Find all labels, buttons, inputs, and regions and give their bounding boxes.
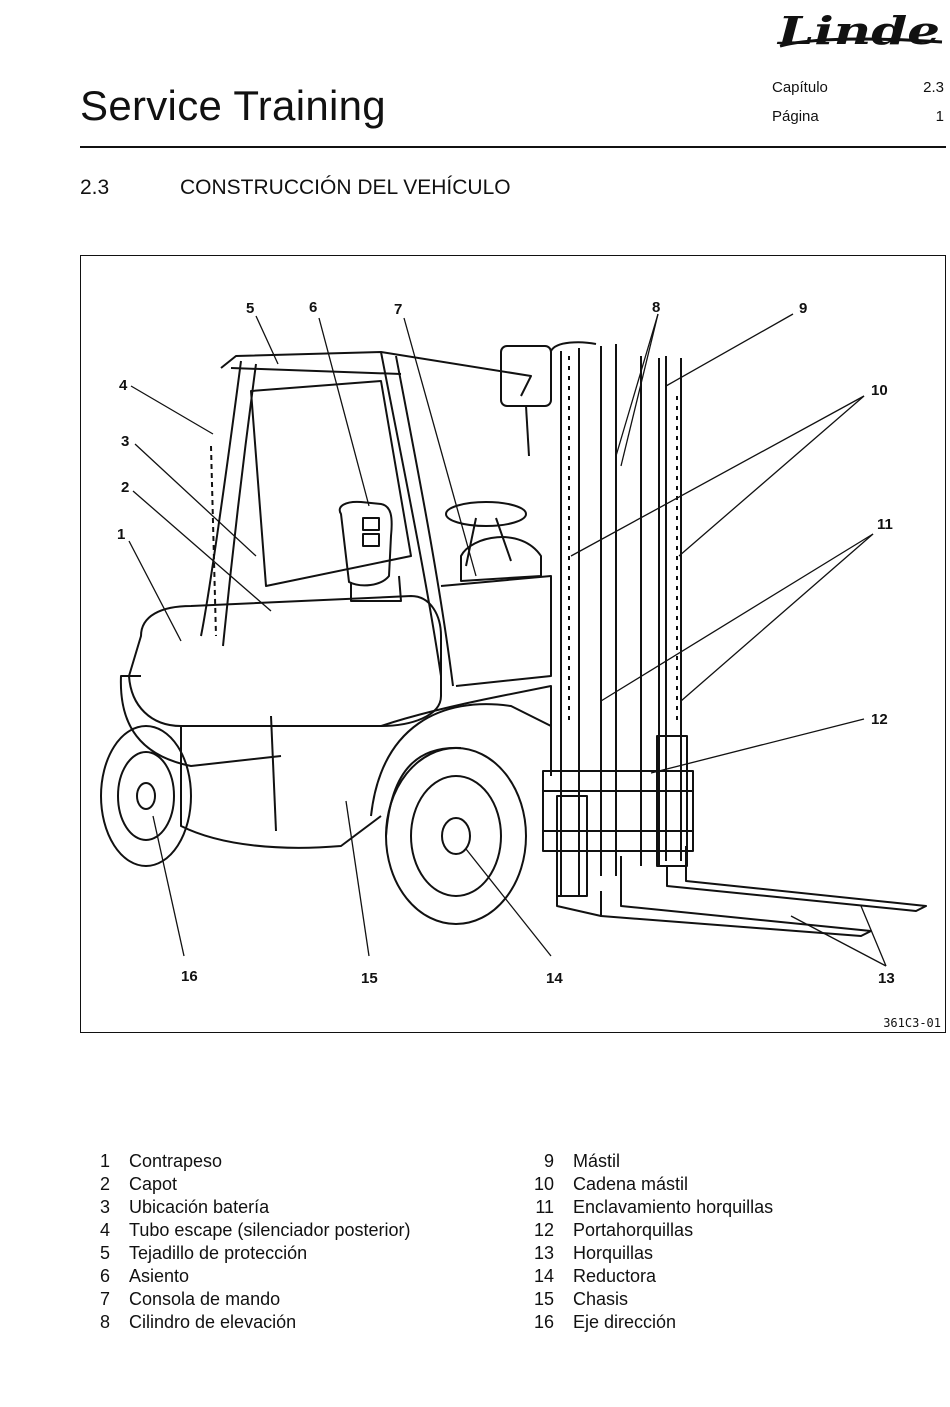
- legend-text: Horquillas: [573, 1243, 654, 1263]
- legend-text: Ubicación batería: [129, 1197, 270, 1217]
- legend-item: 10 Cadena mástil: [524, 1173, 773, 1196]
- legend-text: Eje dirección: [573, 1312, 677, 1332]
- page-label: Página: [772, 108, 819, 125]
- legend-item: 6 Asiento: [80, 1265, 410, 1288]
- legend-number: 13: [533, 1243, 554, 1263]
- callout-16: 16: [181, 968, 198, 985]
- callout-10: 10: [871, 382, 888, 399]
- legend-number: 8: [99, 1312, 110, 1332]
- legend-item: 3 Ubicación batería: [80, 1196, 410, 1219]
- linde-logo: Linde: [777, 8, 943, 53]
- legend-item: 12 Portahorquillas: [524, 1219, 773, 1242]
- page-value: 1: [935, 108, 944, 125]
- legend-item: 1 Contrapeso: [80, 1150, 410, 1173]
- legend-text: Mástil: [573, 1151, 621, 1171]
- legend-item: 13 Horquillas: [524, 1242, 773, 1265]
- legend-item: 5 Tejadillo de protección: [80, 1242, 410, 1265]
- legend-item: 4 Tubo escape (silenciador posterior): [80, 1219, 411, 1242]
- legend-number: 14: [533, 1266, 554, 1286]
- legend-item: 11 Enclavamiento horquillas: [524, 1196, 773, 1219]
- legend-item: 2 Capot: [80, 1173, 410, 1196]
- legend-number: 5: [99, 1243, 110, 1263]
- legend-text: Consola de mando: [129, 1289, 281, 1309]
- callout-14: 14: [546, 970, 563, 987]
- callout-15: 15: [361, 970, 378, 987]
- legend-number: 2: [99, 1174, 110, 1194]
- callout-7: 7: [394, 301, 402, 318]
- callout-6: 6: [309, 299, 317, 316]
- leader-lines: [128, 313, 887, 967]
- callout-2: 2: [121, 479, 129, 496]
- section-number: 2.3: [80, 176, 110, 199]
- legend-number: 6: [99, 1266, 110, 1286]
- legend-number: 1: [99, 1151, 110, 1171]
- legend-item: 9 Mástil: [524, 1150, 773, 1173]
- legend-number: 11: [535, 1197, 554, 1217]
- legend-text: Contrapeso: [129, 1151, 223, 1171]
- legend-item: 7 Consola de mando: [80, 1288, 410, 1311]
- legend-number: 9: [543, 1151, 554, 1171]
- legend-number: 10: [533, 1174, 554, 1194]
- callout-9: 9: [799, 300, 807, 317]
- linde-logo-text: Linde: [777, 8, 940, 53]
- legend-text: Portahorquillas: [573, 1220, 694, 1240]
- legend-item: 16 Eje dirección: [524, 1311, 773, 1334]
- legend-text: Asiento: [129, 1266, 190, 1286]
- forklift-figure: 1 2 3 4 5 6 7 8 9 10 11 12 13 14 15 16 3…: [80, 255, 946, 1033]
- legend-number: 12: [533, 1220, 554, 1240]
- legend-number: 7: [99, 1289, 110, 1309]
- callout-4: 4: [119, 377, 128, 394]
- legend-right: 9 Mástil 10 Cadena mástil 11 Enclavamiento …: [524, 1150, 773, 1334]
- callout-1: 1: [117, 526, 125, 543]
- forklift-illustration: 1 2 3 4 5 6 7 8 9 10 11 12 13 14 15 16: [100, 299, 927, 987]
- legend-text: Cadena mástil: [573, 1174, 689, 1194]
- callout-12: 12: [871, 711, 888, 728]
- legend-item: 8 Cilindro de elevación: [80, 1311, 410, 1334]
- page-title: Service Training: [80, 82, 386, 129]
- figure-code: 361C3-01: [883, 1016, 941, 1030]
- legend-number: 16: [533, 1312, 554, 1332]
- legend-text: Reductora: [573, 1266, 657, 1286]
- legend-text: Tubo escape (silenciador posterior): [129, 1220, 411, 1240]
- chapter-label: Capítulo: [772, 79, 828, 96]
- header-rule: [80, 146, 946, 148]
- page-meta: Capítulo 2.3 Página 1: [772, 78, 944, 136]
- legend-text: Cilindro de elevación: [129, 1312, 297, 1332]
- legend-item: 14 Reductora: [524, 1265, 773, 1288]
- forklift-drawing: [100, 341, 927, 937]
- legend-text: Capot: [129, 1174, 178, 1194]
- legend-item: 15 Chasis: [524, 1288, 773, 1311]
- callout-11: 11: [877, 516, 893, 533]
- legend-text: Chasis: [573, 1289, 629, 1309]
- chapter-value: 2.3: [923, 79, 944, 96]
- legend-number: 3: [99, 1197, 110, 1217]
- callout-5: 5: [246, 300, 254, 317]
- legend-text: Enclavamiento horquillas: [573, 1197, 774, 1217]
- callout-3: 3: [121, 433, 129, 450]
- legend-text: Tejadillo de protección: [129, 1243, 308, 1263]
- section-title: CONSTRUCCIÓN DEL VEHÍCULO: [180, 176, 511, 199]
- legend-number: 15: [533, 1289, 554, 1309]
- legend-number: 4: [99, 1220, 110, 1240]
- callout-8: 8: [652, 299, 660, 316]
- callout-13: 13: [878, 970, 895, 987]
